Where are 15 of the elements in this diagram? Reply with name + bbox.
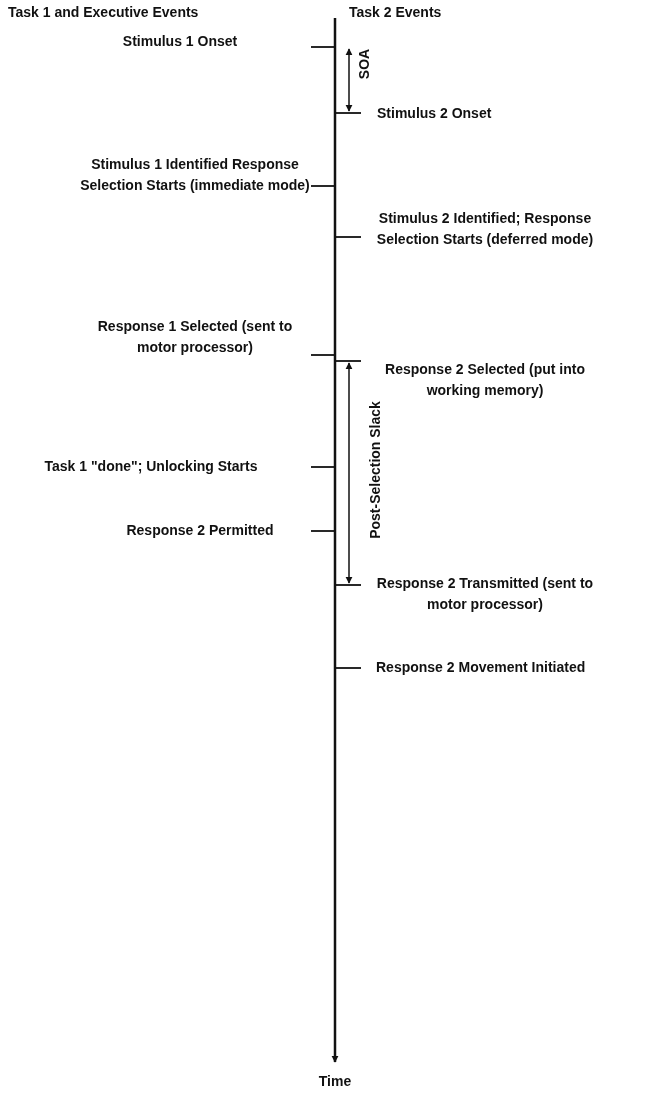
event-label: Response 2 Transmitted (sent to motor processor) <box>375 574 595 614</box>
event-label: Task 1 "done"; Unlocking Starts <box>43 457 259 476</box>
column-heading: Task 1 and Executive Events <box>8 3 200 22</box>
column-heading: Task 2 Events <box>349 3 443 22</box>
event-label: Stimulus 1 Identified Response Selection Starts (immediate mode) <box>80 155 310 195</box>
interval-label: Post-Selection Slack <box>367 400 383 541</box>
event-label: Response 2 Permitted <box>125 521 275 540</box>
event-label: Response 2 Selected (put into working memory) <box>384 360 586 400</box>
event-label: Stimulus 2 Identified; Response Selection Starts (deferred mode) <box>375 209 595 249</box>
event-label: Response 1 Selected (sent to motor processor) <box>96 317 294 357</box>
interval-label: SOA <box>356 47 372 82</box>
event-label: Stimulus 1 Onset <box>121 32 239 51</box>
event-label: Response 2 Movement Initiated <box>376 658 587 677</box>
axis-label: Time <box>317 1072 353 1091</box>
event-label: Stimulus 2 Onset <box>377 104 493 123</box>
